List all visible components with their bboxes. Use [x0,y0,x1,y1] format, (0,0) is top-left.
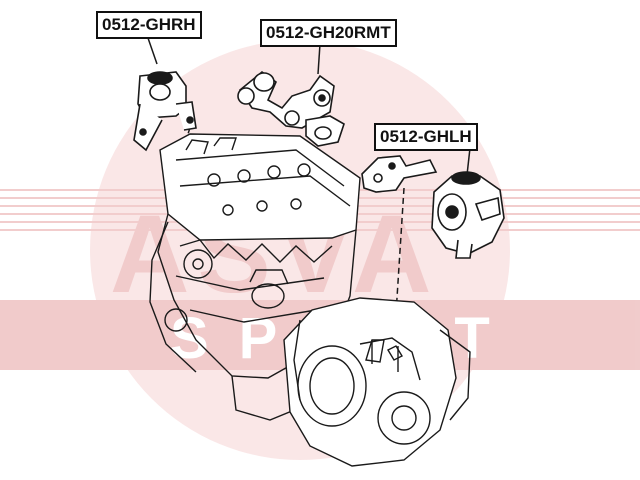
torque-rod [237,70,345,147]
leader-torque-rod [317,43,321,75]
left-engine-mount [431,171,505,259]
leader-left-mount [466,147,471,176]
part-label-right-mount: 0512-GHRH [96,11,202,39]
left-mount-bracket [361,155,438,193]
leader-right-mount [147,37,158,65]
part-label-torque-rod: 0512-GH20RMT [260,19,397,47]
spark-plug-wells [207,163,311,216]
part-label-left-mount: 0512-GHLH [374,123,478,151]
right-engine-mount [133,71,197,152]
transmission [283,297,471,467]
